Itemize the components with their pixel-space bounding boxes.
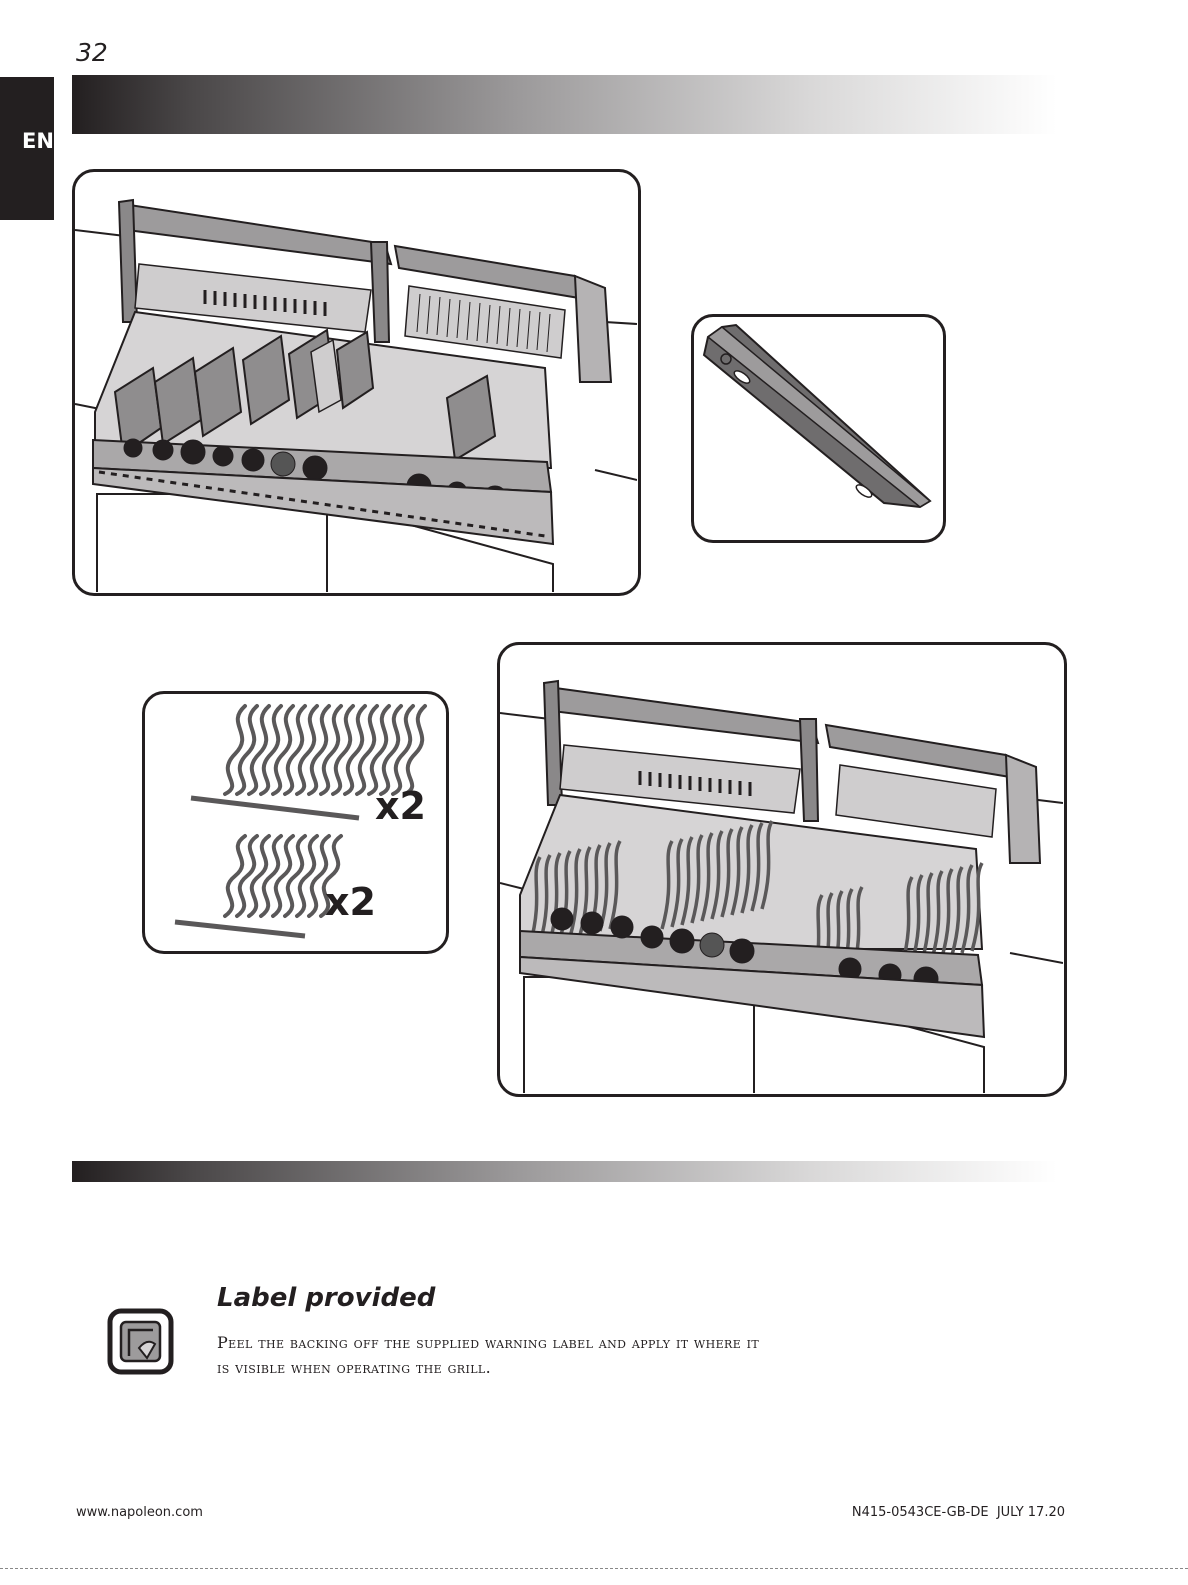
footer-doc-id: N415-0543CE-GB-DE JULY 17.20 [820, 1505, 1065, 1520]
bracket-part-panel [691, 314, 946, 543]
grill-cooking-grids-panel [497, 642, 1067, 1097]
language-tab: EN [0, 77, 54, 220]
note-title: Label provided [217, 1283, 435, 1313]
section-header-bar [72, 75, 1057, 134]
section-divider-bar [72, 1161, 1057, 1182]
footer-website: www.napoleon.com [76, 1505, 203, 1520]
language-tab-label: EN [22, 129, 54, 153]
small-grid-quantity: x2 [325, 880, 376, 924]
label-sticker-icon [107, 1308, 174, 1375]
bottom-rule [0, 1568, 1188, 1570]
large-grid-quantity: x2 [375, 784, 426, 828]
note-body: Peel the backing off the supplied warnin… [217, 1330, 777, 1380]
grill-with-grids-illustration [500, 645, 1063, 1093]
page-number: 32 [76, 38, 108, 67]
grill-illustration [75, 172, 637, 592]
bracket-illustration [694, 317, 942, 539]
grill-heat-plates-panel [72, 169, 641, 596]
cooking-grids-panel: x2 x2 [142, 691, 449, 954]
